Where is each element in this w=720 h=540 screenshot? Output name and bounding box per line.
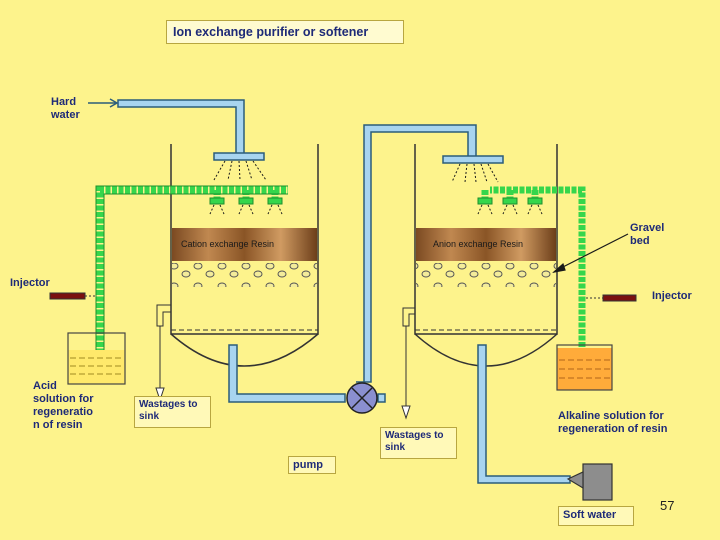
hard-water-arrow [88,98,119,108]
soft-water-pipe [477,344,571,484]
acid-regen-pipe-outline [95,185,288,360]
gravel-bed-pointer [552,233,629,273]
acid-line-1: Acid [33,380,57,392]
alkaline-line-2: regeneration of resin [558,423,668,435]
acid-regen-pipe [96,186,288,360]
soft-water-label: Soft water [558,506,634,526]
spray-head-left [213,152,265,161]
acid-line-4: n of resin [33,419,83,431]
gravel-bed-label: Gravel bed [630,222,664,248]
hard-water-label: Hard water [51,96,80,122]
cation-tank [170,144,319,367]
wastages-left-line-1: Wastages to [139,399,198,410]
page-number: 57 [660,498,675,513]
gravel-bed-left [172,263,317,287]
wastages-left-box: Wastages to sink [134,396,211,428]
pump [346,382,378,414]
page-title: Ion exchange purifier or softener [166,20,404,44]
alkaline-container [556,344,613,391]
acid-line-2: solution for [33,393,94,405]
gravel-bed-right [416,263,556,287]
anion-resin-bed [416,228,556,261]
anion-resin-label: Anion exchange Resin [433,239,524,249]
gravel-bed-line-2: bed [630,235,650,247]
hard-water-pipe [117,99,245,155]
wastages-right-line-1: Wastages to [385,430,444,441]
hard-water-line-2: water [51,109,80,121]
wastage-outlet-left [155,304,171,402]
injector-right-label: Injector [652,290,692,302]
injector-right [586,294,637,302]
gravel-bed-line-1: Gravel [630,222,665,234]
acid-container [67,332,126,385]
cation-resin-bed [172,228,317,261]
injector-left [49,292,96,300]
spray-lines-right [451,163,499,183]
alkaline-nozzles [477,197,543,205]
alkaline-spray-lines [477,204,543,215]
soft-water-tap [566,463,613,501]
hard-water-line-1: Hard [51,96,77,108]
acid-nozzles [209,197,283,205]
alkaline-line-1: Alkaline solution for [558,410,664,422]
spray-lines-left [213,160,267,181]
wastages-left-line-2: sink [139,411,160,422]
acid-solution-label: Acid solution for regeneratio n of resin [33,380,94,432]
wastages-right-box: Wastages to sink [380,427,457,459]
injector-left-label: Injector [10,277,50,289]
spray-head-right [442,155,504,164]
acid-line-3: regeneratio [33,406,93,418]
alkaline-solution-label: Alkaline solution for regeneration of re… [558,410,667,436]
pump-label: pump [288,456,336,474]
wastage-outlet-right [401,307,415,420]
acid-spray-lines [209,204,283,215]
cation-resin-label: Cation exchange Resin [181,239,275,249]
alkaline-regen-pipe [481,186,586,360]
wastages-right-line-2: sink [385,442,406,453]
